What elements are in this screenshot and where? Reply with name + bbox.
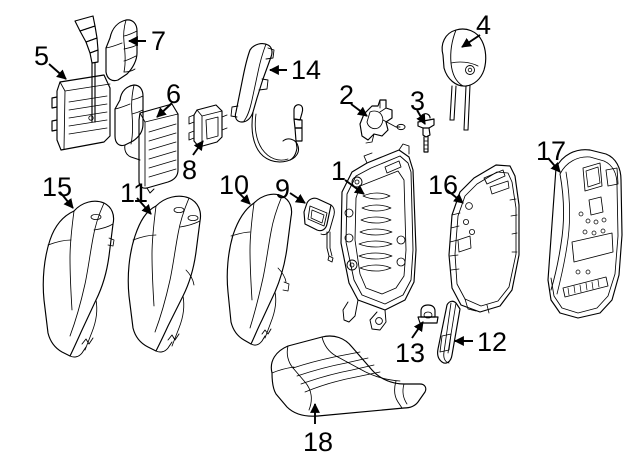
part-12-trim-strip [437,300,461,364]
callout-label-6[interactable]: 6 [166,79,182,109]
callout-label-17[interactable]: 17 [536,136,567,166]
callout-label-3[interactable]: 3 [410,86,426,116]
callout-label-10[interactable]: 10 [219,170,250,200]
leader-9 [289,192,306,204]
leader-4 [461,34,481,48]
leader-1 [344,179,365,195]
leader-13 [411,321,424,339]
callout-label-18[interactable]: 18 [303,427,334,457]
part-15-seat-back-cover-outer [42,200,115,358]
part-4-headrest [441,28,487,131]
callout-label-9[interactable]: 9 [275,174,291,204]
part-11-seat-back-cover-middle [127,195,202,353]
part-1-seat-back-frame [340,143,417,331]
leader-17 [547,157,561,173]
leader-8 [192,140,204,156]
leader-11 [136,197,152,215]
callout-label-14[interactable]: 14 [291,55,322,85]
callout-label-7[interactable]: 7 [151,26,167,56]
callout-label-12[interactable]: 12 [477,327,508,357]
leader-16 [446,189,464,204]
callout-label-2[interactable]: 2 [339,80,355,110]
leader-10 [237,191,251,205]
callout-label-4[interactable]: 4 [476,10,492,40]
arrow-group [48,34,561,424]
part-6-seat-back-cushion-pad [114,84,179,194]
leader-15 [59,191,74,209]
leader-5 [48,63,67,80]
part-18-seat-cushion [270,335,427,417]
leader-2 [350,103,368,117]
callout-label-11[interactable]: 11 [120,178,149,208]
part-17-seat-back-panel-outer [547,149,623,319]
part-7-side-bolster-pad [105,19,138,82]
part-13-cap-nut [417,304,439,324]
callout-label-16[interactable]: 16 [428,170,459,200]
part-8-control-module [188,104,228,148]
leader-6 [156,102,173,118]
part-2-recliner-latch-mechanism [359,99,406,144]
callout-label-15[interactable]: 15 [42,172,73,202]
callout-label-5[interactable]: 5 [34,41,50,71]
part-5-lumbar-support-panel [51,15,111,151]
callout-label-1[interactable]: 1 [331,156,347,186]
part-10-seat-back-cover-inner [226,193,293,346]
callout-label-8[interactable]: 8 [182,155,198,185]
callout-label-13[interactable]: 13 [395,338,426,368]
part-9-trim-bracket-clip [303,197,335,263]
part-14-seat-belt-guide-harness [230,43,304,163]
leader-3 [416,109,426,125]
part-16-seat-back-panel-inner [448,164,520,314]
